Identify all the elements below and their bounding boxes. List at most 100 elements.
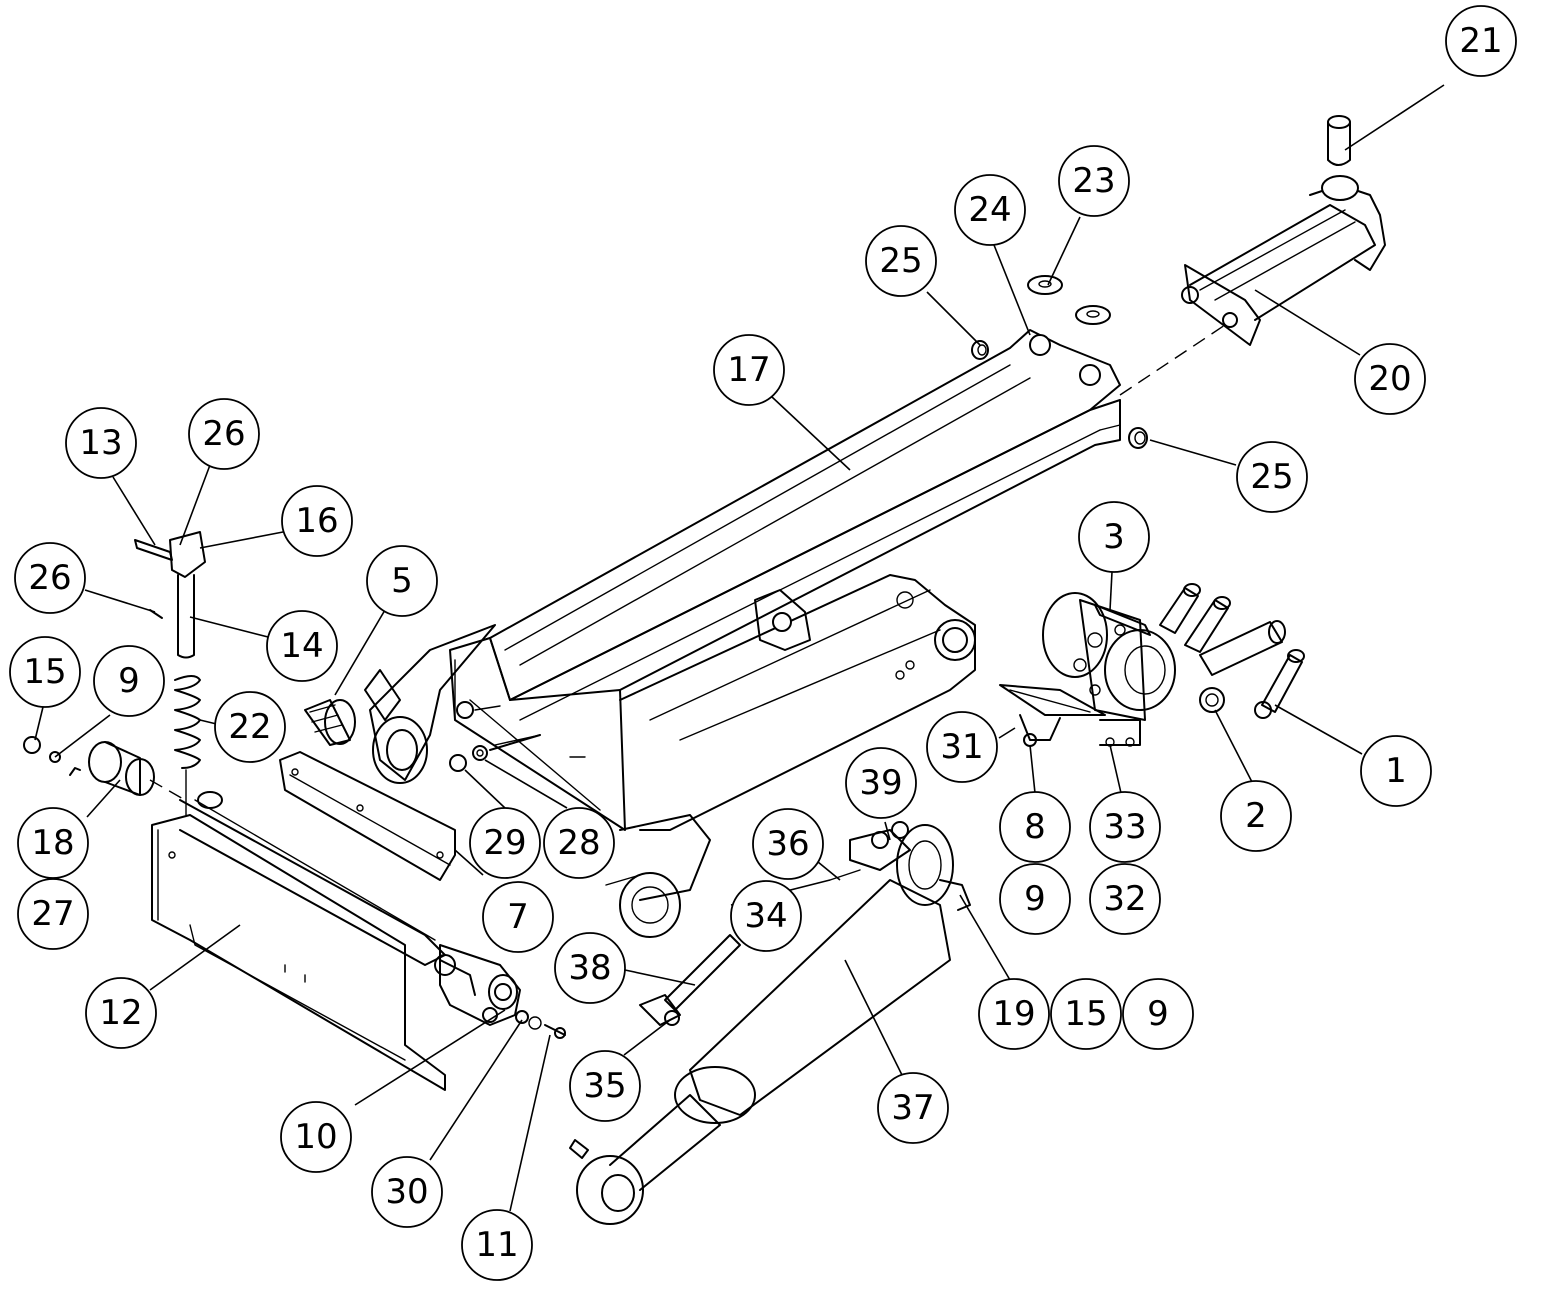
balloon: 23 (1058, 145, 1130, 217)
svg-text:29: 29 (483, 823, 526, 863)
svg-text:23: 23 (1072, 161, 1115, 201)
svg-text:34: 34 (744, 896, 787, 936)
cover-part-7 (279, 751, 456, 881)
svg-text:9: 9 (118, 661, 140, 701)
svg-text:9: 9 (1024, 879, 1046, 919)
leader-lines (34, 84, 1445, 1212)
bushing-part-25b (1128, 427, 1148, 449)
balloon: 12 (85, 977, 157, 1049)
balloon: 36 (752, 808, 824, 880)
balloon: 26 (14, 542, 86, 614)
svg-text:1: 1 (1385, 751, 1407, 791)
balloon: 32 (1089, 863, 1161, 935)
balloon: 29 (469, 807, 541, 879)
svg-text:18: 18 (31, 823, 74, 863)
svg-text:10: 10 (294, 1117, 337, 1157)
cylinder-part-37 (569, 821, 971, 1225)
fork-part-16 (169, 531, 206, 578)
balloon: 13 (65, 407, 137, 479)
balloon: 19 (978, 978, 1050, 1050)
balloon: 22 (214, 691, 286, 763)
svg-text:13: 13 (79, 423, 122, 463)
balloon: 33 (1089, 791, 1161, 863)
balloon: 26 (188, 398, 260, 470)
balloon: 7 (482, 881, 554, 953)
hose-part-38 (639, 934, 741, 1026)
balloon: 5 (366, 545, 438, 617)
svg-text:14: 14 (280, 626, 323, 666)
balloon: 24 (954, 174, 1026, 246)
bolt-part-11 (544, 1024, 566, 1039)
balloon: 10 (280, 1101, 352, 1173)
svg-text:37: 37 (891, 1088, 934, 1128)
svg-text:26: 26 (28, 558, 71, 598)
part-balloons: 21 23 24 25 20 17 25 13 26 16 26 5 3 14 … (9, 5, 1517, 1281)
lower-frame-part-12 (151, 791, 521, 1091)
svg-text:25: 25 (1250, 457, 1293, 497)
balloon: 15 (1050, 978, 1122, 1050)
balloon: 30 (371, 1156, 443, 1228)
balloon: 11 (461, 1209, 533, 1281)
balloon: 37 (877, 1072, 949, 1144)
svg-text:20: 20 (1368, 359, 1411, 399)
svg-text:9: 9 (1147, 994, 1169, 1034)
balloon: 20 (1354, 343, 1426, 415)
svg-text:39: 39 (859, 763, 902, 803)
balloon: 28 (543, 807, 615, 879)
fitting-part-2 (1199, 687, 1225, 713)
svg-text:2: 2 (1245, 796, 1267, 836)
svg-text:19: 19 (992, 994, 1035, 1034)
balloon: 8 (999, 791, 1071, 863)
pin-part-18 (69, 741, 155, 796)
balloon: 38 (554, 932, 626, 1004)
balloon: 25 (865, 225, 937, 297)
balloon: 9 (999, 863, 1071, 935)
pump-assembly-part-3 (999, 583, 1286, 747)
svg-text:17: 17 (727, 350, 770, 390)
svg-text:25: 25 (879, 241, 922, 281)
balloon: 21 (1445, 5, 1517, 77)
svg-text:3: 3 (1103, 517, 1125, 557)
svg-text:5: 5 (391, 561, 413, 601)
washer-part-30 (515, 1010, 542, 1030)
pivot-head-part-20 (1119, 175, 1386, 396)
balloon: 35 (569, 1050, 641, 1122)
cap-part-23 (1027, 275, 1111, 325)
washer-part-9 (49, 751, 61, 763)
svg-text:28: 28 (557, 823, 600, 863)
spring-part-22 (174, 675, 201, 769)
balloon: 25 (1236, 441, 1308, 513)
shaft-part-14 (177, 574, 195, 659)
svg-text:7: 7 (507, 897, 529, 937)
balloon: 3 (1078, 501, 1150, 573)
svg-text:38: 38 (568, 948, 611, 988)
balloon: 17 (713, 334, 785, 406)
svg-text:11: 11 (475, 1225, 518, 1265)
nut-part-29 (449, 754, 467, 772)
svg-text:15: 15 (1064, 994, 1107, 1034)
screw-part-15 (23, 736, 41, 754)
balloon: 9 (93, 645, 165, 717)
svg-text:16: 16 (295, 501, 338, 541)
balloon: 9 (1122, 978, 1194, 1050)
svg-text:26: 26 (202, 414, 245, 454)
balloon: 1 (1360, 735, 1432, 807)
svg-text:30: 30 (385, 1172, 428, 1212)
svg-text:15: 15 (23, 652, 66, 692)
hose-fitting-part-1 (1254, 649, 1305, 719)
balloon: 14 (266, 610, 338, 682)
svg-text:33: 33 (1103, 807, 1146, 847)
svg-text:31: 31 (940, 727, 983, 767)
svg-text:36: 36 (766, 824, 809, 864)
balloon: 34 (730, 880, 802, 952)
svg-text:21: 21 (1459, 21, 1502, 61)
pedal-pad-part-5 (304, 699, 356, 746)
svg-text:35: 35 (583, 1066, 626, 1106)
balloon: 2 (1220, 780, 1292, 852)
svg-text:22: 22 (228, 707, 271, 747)
svg-text:8: 8 (1024, 807, 1046, 847)
balloon: 18 (17, 807, 89, 879)
balloon: 16 (281, 485, 353, 557)
svg-text:12: 12 (99, 993, 142, 1033)
